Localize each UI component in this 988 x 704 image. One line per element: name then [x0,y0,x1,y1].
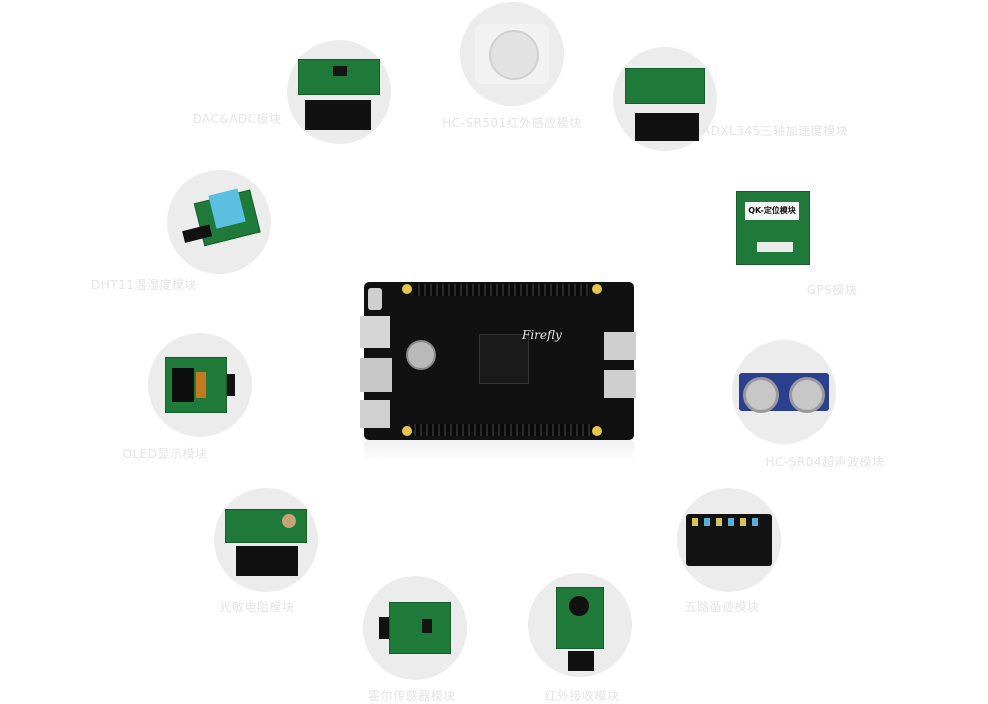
label-ir: 红外接收模块 [544,689,620,703]
battery-icon [406,340,436,370]
label-adxl: ADXL345三轴加速度模块 [701,124,849,138]
rk3399-board: Firefly [360,282,636,440]
ethernet-port [360,358,392,392]
mount-hole [592,426,602,436]
board-reflection [364,440,634,462]
module-dac [287,40,391,144]
mount-hole [592,284,602,294]
gps-chip-label: QK-定位模块 [745,202,799,220]
module-dht [167,170,271,274]
module-hall [363,576,467,680]
usb-port-left [360,400,390,428]
label-dac: DAC&ADC模块 [192,112,282,126]
mount-hole [402,284,412,294]
module-tracking [677,488,781,592]
label-dht: DHT11温湿度模块 [91,278,197,292]
label-pir: HC-SR501红外感应模块 [442,116,582,130]
hdmi-port [360,316,390,348]
label-gps: GPS模块 [806,283,858,297]
brand-logo: Firefly [522,328,562,342]
label-light: 光敏电阻模块 [219,600,295,614]
soc-chip [479,334,529,384]
module-light [214,488,318,592]
mount-hole [402,426,412,436]
bottom-gpio-header [404,424,594,436]
module-oled [148,333,252,437]
usb-port-right-2 [604,370,636,398]
label-oled: OLED显示模块 [122,447,208,461]
usb-port-right-1 [604,332,636,360]
label-hall: 霍尔传感器模块 [368,689,456,703]
module-adxl [613,47,717,151]
module-gps: QK-定位模块 [736,191,810,265]
top-gpio-header [414,284,589,296]
module-pir [460,2,564,106]
module-ir [528,573,632,677]
usb-c-port [368,288,382,310]
label-tracking: 五路循迹模块 [684,600,760,614]
label-ultrasonic: HC-SR04超声波模块 [765,455,885,469]
module-ultrasonic [732,340,836,444]
